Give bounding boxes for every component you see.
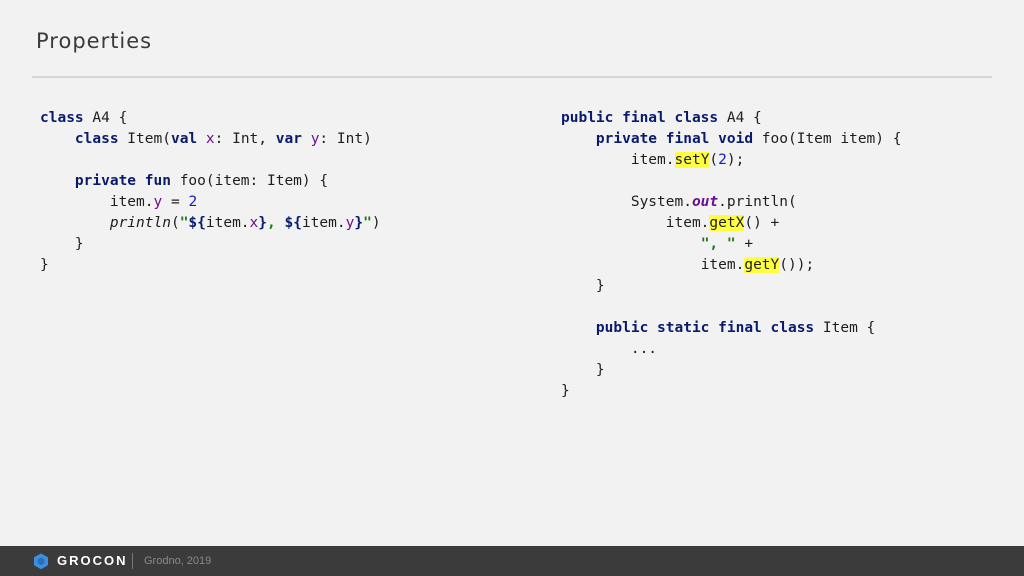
code-token: = bbox=[162, 194, 189, 210]
code-token: var bbox=[275, 131, 302, 147]
code-token: 2 bbox=[718, 152, 727, 168]
code-token: } bbox=[595, 278, 605, 294]
code-token: .println( bbox=[718, 194, 797, 210]
highlighted-method: setY bbox=[674, 152, 710, 168]
code-token: } bbox=[561, 383, 570, 399]
code-token: item. bbox=[630, 152, 675, 168]
code-token: println bbox=[109, 215, 171, 231]
highlighted-method: getY bbox=[744, 257, 780, 273]
slide-title: Properties bbox=[36, 29, 153, 53]
code-token: ( bbox=[170, 215, 180, 231]
code-token: private final void bbox=[595, 131, 754, 147]
code-token: : Int, bbox=[214, 131, 276, 147]
code-token: ${ bbox=[188, 215, 206, 231]
code-token: } bbox=[258, 215, 268, 231]
code-token: item. bbox=[205, 215, 250, 231]
code-token: item. bbox=[301, 215, 346, 231]
code-token: } bbox=[74, 236, 84, 252]
code-token: A4 { bbox=[718, 110, 762, 126]
code-token: " bbox=[179, 215, 189, 231]
code-token: A4 { bbox=[83, 110, 128, 126]
code-token: y bbox=[345, 215, 355, 231]
code-token: foo(Item item) { bbox=[753, 131, 902, 147]
code-token: public static final class bbox=[595, 320, 815, 336]
code-token: } bbox=[40, 257, 49, 273]
code-token: ", " bbox=[700, 236, 736, 252]
code-token: foo(item: Item) { bbox=[170, 173, 329, 189]
code-token: + bbox=[735, 236, 754, 252]
code-token: out bbox=[691, 194, 719, 210]
code-token: ( bbox=[709, 152, 719, 168]
code-token: private bbox=[74, 173, 137, 189]
code-token: } bbox=[354, 215, 364, 231]
code-token: ... bbox=[630, 341, 658, 357]
kotlin-code-block: class A4 { class Item(val x: Int, var y:… bbox=[40, 108, 381, 276]
code-token: Item( bbox=[118, 131, 171, 147]
code-token: class bbox=[40, 110, 84, 126]
code-token: item. bbox=[109, 194, 154, 210]
code-token: System. bbox=[630, 194, 692, 210]
code-token: ()); bbox=[779, 257, 815, 273]
code-token: ${ bbox=[284, 215, 302, 231]
code-token: 2 bbox=[188, 194, 198, 210]
grocon-logo-icon bbox=[34, 553, 48, 570]
code-token: Item { bbox=[814, 320, 876, 336]
code-token: ); bbox=[726, 152, 745, 168]
code-token: " bbox=[363, 215, 372, 231]
code-token: y bbox=[310, 131, 320, 147]
footer-bar: GROCON Grodno, 2019 bbox=[0, 546, 1024, 576]
code-token: item. bbox=[665, 215, 710, 231]
code-token: y bbox=[153, 194, 163, 210]
code-token: x bbox=[205, 131, 215, 147]
code-token: item. bbox=[700, 257, 745, 273]
code-token: val bbox=[170, 131, 198, 147]
java-code-block: public final class A4 { private final vo… bbox=[561, 108, 901, 402]
code-token: } bbox=[595, 362, 605, 378]
code-token: () + bbox=[744, 215, 780, 231]
code-token: , bbox=[267, 215, 285, 231]
footer-separator bbox=[132, 553, 133, 569]
code-token: fun bbox=[144, 173, 171, 189]
highlighted-method: getX bbox=[709, 215, 745, 231]
footer-subtitle: Grodno, 2019 bbox=[144, 555, 212, 567]
footer-brand: GROCON bbox=[57, 553, 128, 568]
code-token: public final class bbox=[561, 110, 719, 126]
code-token: : Int) bbox=[319, 131, 372, 147]
code-token: ) bbox=[371, 215, 381, 231]
code-token: x bbox=[249, 215, 259, 231]
code-token: class bbox=[74, 131, 119, 147]
title-divider bbox=[32, 76, 992, 78]
